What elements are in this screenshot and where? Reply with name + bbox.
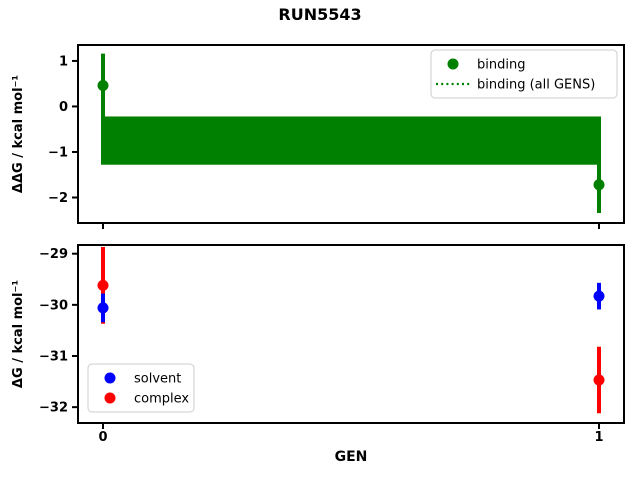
data-point-binding-1 xyxy=(593,179,605,191)
legend-label-binding (all GENS): binding (all GENS) xyxy=(477,78,595,93)
data-point-binding-0 xyxy=(97,80,109,92)
subplot-1: −29 −30 −31 −32 0 1 ΔG / kcal mol⁻¹ GEN solvent c… xyxy=(11,244,625,465)
legend-label-solvent: solvent xyxy=(134,372,181,387)
axes-frame-0 xyxy=(77,44,625,224)
legend-label-complex: complex xyxy=(134,392,189,407)
legend-dot-icon-binding xyxy=(447,58,459,70)
data-point-solvent-1 xyxy=(593,290,605,302)
legend-box-0 xyxy=(430,49,618,99)
legend-1: solvent complex xyxy=(87,363,195,413)
y-tick-label-1-2: −31 xyxy=(39,349,68,364)
legend-0: binding binding (all GENS) xyxy=(430,49,618,99)
y-tick-label-0-1: 0 xyxy=(59,100,68,115)
confidence-band xyxy=(100,116,602,165)
data-point-complex-1 xyxy=(593,374,605,386)
x-tick-label-1-0: 0 xyxy=(98,430,107,445)
y-axis-label-0: ΔΔG / kcal mol⁻¹ xyxy=(11,75,26,193)
series-binding xyxy=(97,53,605,213)
y-tick-label-0-2: −1 xyxy=(48,145,68,160)
x-axis-label: GEN xyxy=(335,449,368,465)
y-tick-label-0-3: −2 xyxy=(48,191,68,206)
y-tick-label-0-0: 1 xyxy=(59,54,68,69)
figure-title: RUN5543 xyxy=(278,5,361,24)
legend-dot-icon-solvent xyxy=(104,372,116,384)
legend-label-binding: binding xyxy=(477,58,525,73)
data-point-solvent-0 xyxy=(97,302,109,314)
legend-dot-icon-complex xyxy=(104,392,116,404)
data-point-complex-0 xyxy=(97,279,109,291)
x-tick-label-1-1: 1 xyxy=(594,430,603,445)
y-tick-label-1-1: −30 xyxy=(39,298,68,313)
subplot-0: 1 0 −1 −2 ΔΔG / kcal mol⁻¹ binding binding (al… xyxy=(11,44,625,229)
y-tick-label-1-0: −29 xyxy=(39,247,68,262)
series-solvent xyxy=(97,282,605,323)
axes-frame-1 xyxy=(77,244,625,424)
y-axis-label-1: ΔG / kcal mol⁻¹ xyxy=(11,280,26,388)
y-tick-label-1-3: −32 xyxy=(39,401,68,416)
